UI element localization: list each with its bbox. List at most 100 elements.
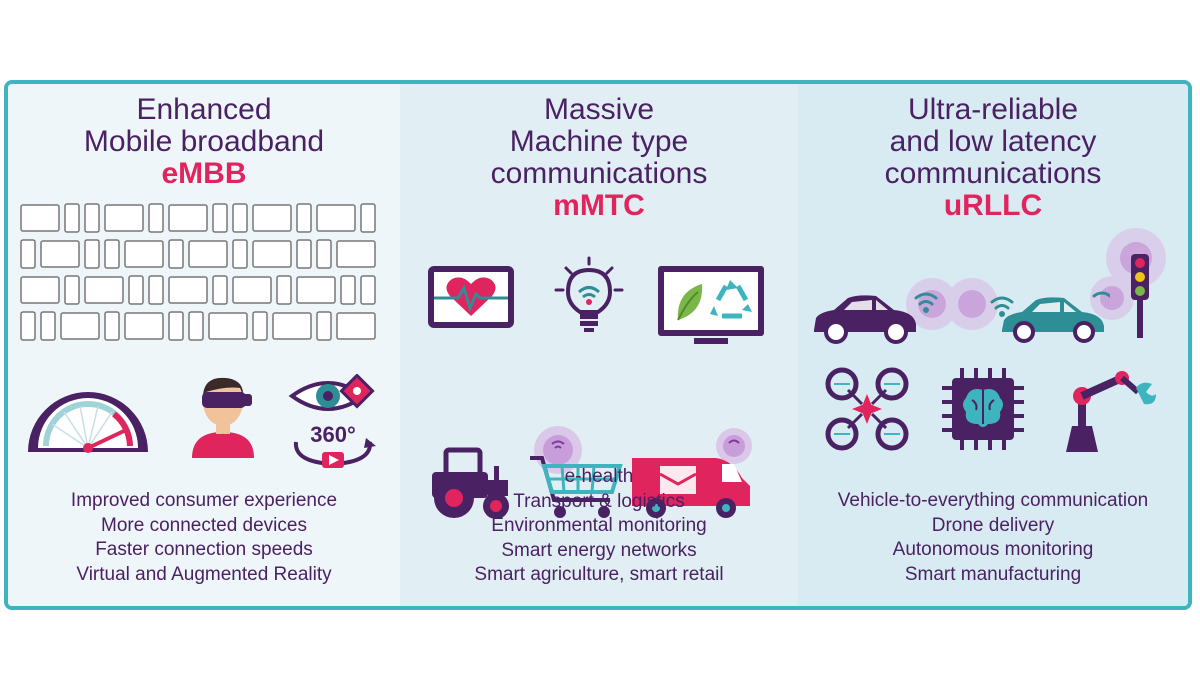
tablet-icon (104, 204, 144, 232)
tablet-icon (336, 240, 376, 268)
drone-icon (825, 367, 909, 451)
heading-line: Ultra-reliable (907, 93, 1079, 126)
phone-icon (212, 275, 228, 305)
feature-list: e-health Transport & logistics Environme… (400, 465, 798, 588)
360-video-icon: 360° (293, 422, 376, 468)
tablet-icon (252, 240, 292, 268)
tablet-icon (124, 240, 164, 268)
feature-item: Environmental monitoring (491, 515, 707, 536)
speedometer-icon (28, 392, 148, 453)
heading-line: Mobile broadband (83, 125, 325, 158)
tablet-icon (316, 204, 356, 232)
phone-icon (276, 275, 292, 305)
robot-arm-icon (1066, 371, 1156, 452)
phone-icon (232, 203, 248, 233)
phone-icon (84, 203, 100, 233)
phone-icon (296, 203, 312, 233)
wifi-signal-icon (914, 291, 1110, 317)
shopping-cart-icon (530, 426, 623, 518)
phone-icon (340, 275, 356, 305)
tablet-icon (252, 204, 292, 232)
tablet-icon (296, 276, 336, 304)
traffic-light-icon (1131, 254, 1149, 338)
phone-icon (148, 203, 164, 233)
feature-list: Vehicle-to-everything communication Dron… (798, 489, 1188, 587)
phone-icon (40, 311, 56, 341)
phone-icon (64, 203, 80, 233)
panel-heading: Enhanced Mobile broadband eMBB (8, 94, 400, 190)
tablet-heart-icon (428, 266, 514, 328)
heading-line: Enhanced (136, 93, 272, 126)
phone-icon (316, 239, 332, 269)
phone-icon (64, 275, 80, 305)
feature-item: Smart energy networks (501, 539, 697, 561)
tablet-icon (232, 276, 272, 304)
feature-item: Faster connection speeds (95, 539, 313, 560)
heading-line: Massive (543, 93, 655, 126)
phone-icon (188, 311, 204, 341)
phone-icon (232, 239, 248, 269)
eye-icon (288, 374, 375, 411)
tablet-icon (272, 312, 312, 340)
tablet-icon (188, 240, 228, 268)
tractor-icon (432, 447, 509, 519)
panel-heading: Massive Machine type communications mMTC (400, 94, 798, 222)
car-icon (1002, 297, 1104, 343)
feature-item: Vehicle-to-everything communication (837, 490, 1149, 511)
phone-icon (296, 239, 312, 269)
tablet-icon (168, 276, 208, 304)
tablet-icon (20, 204, 60, 232)
delivery-van-icon (632, 428, 752, 518)
phone-icon (148, 275, 164, 305)
phone-icon (360, 203, 376, 233)
heading-line: Machine type (509, 125, 689, 158)
phone-icon (84, 239, 100, 269)
vr-headset-user-icon (192, 377, 254, 458)
phone-icon (20, 311, 36, 341)
panel-urllc: Ultra-reliable and low latency communica… (798, 84, 1188, 606)
tablet-icon (124, 312, 164, 340)
panel-embb: Enhanced Mobile broadband eMBB (8, 84, 400, 606)
panel-heading: Ultra-reliable and low latency communica… (798, 94, 1188, 222)
heading-line: communications (490, 157, 708, 190)
tablet-icon (60, 312, 100, 340)
smart-bulb-icon (554, 256, 624, 332)
feature-item: Transport & logistics (513, 490, 685, 512)
360-label: 360° (310, 422, 356, 447)
heading-line: communications (884, 157, 1102, 190)
recycle-monitor-icon (658, 266, 764, 344)
feature-item: Autonomous monitoring (892, 539, 1094, 560)
phone-icon (128, 275, 144, 305)
phone-icon (360, 275, 376, 305)
phone-icon (316, 311, 332, 341)
phone-icon (104, 239, 120, 269)
tablet-icon (208, 312, 248, 340)
car-icon (814, 295, 916, 344)
phone-icon (252, 311, 268, 341)
tablet-icon (20, 276, 60, 304)
phone-icon (168, 311, 184, 341)
tablet-icon (84, 276, 124, 304)
diagram-frame: Enhanced Mobile broadband eMBB (4, 80, 1192, 610)
abbreviation: mMTC (553, 189, 645, 222)
feature-item: Virtual and Augmented Reality (76, 563, 332, 585)
tablet-icon (40, 240, 80, 268)
feature-item: Smart agriculture, smart retail (474, 564, 724, 585)
abbreviation: uRLLC (943, 189, 1043, 222)
feature-item: More connected devices (101, 514, 307, 536)
feature-item: Drone delivery (931, 514, 1055, 536)
ai-chip-icon (942, 368, 1024, 450)
feature-list: Improved consumer experience More connec… (8, 489, 400, 587)
devices-grid-icon (20, 203, 376, 341)
heading-line: and low latency (889, 125, 1097, 158)
tablet-icon (336, 312, 376, 340)
phone-icon (20, 239, 36, 269)
phone-icon (104, 311, 120, 341)
abbreviation: eMBB (161, 157, 247, 190)
phone-icon (168, 239, 184, 269)
panel-mmtc: Massive Machine type communications mMTC (400, 84, 798, 606)
feature-item: e-health (564, 466, 634, 487)
tablet-icon (168, 204, 208, 232)
feature-item: Improved consumer experience (70, 490, 338, 511)
phone-icon (212, 203, 228, 233)
